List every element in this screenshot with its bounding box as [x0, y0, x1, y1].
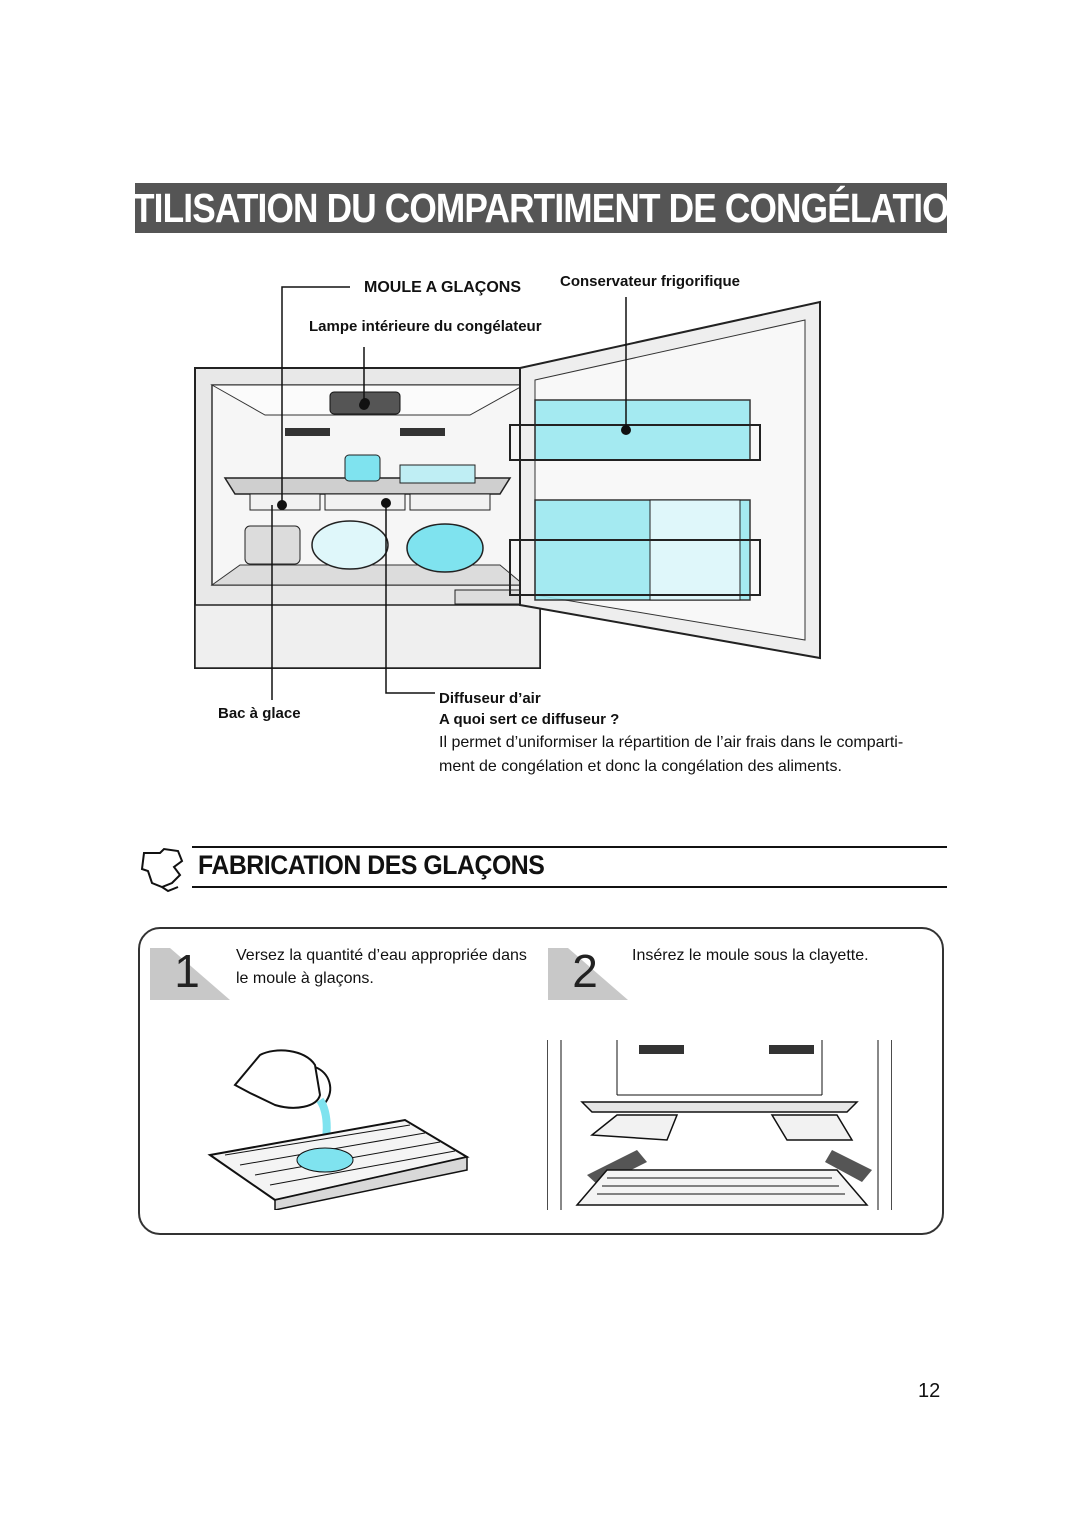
- step-1-badge-shape: [150, 948, 230, 1000]
- pointing-hand-icon: [140, 847, 184, 893]
- section-bottom-rule: [192, 886, 947, 888]
- step-1-number: 1: [174, 945, 200, 997]
- section-top-rule: [192, 846, 947, 848]
- ice-tray-label: MOULE A GLAÇONS: [364, 279, 522, 296]
- insert-tray-illustration: [547, 1040, 892, 1210]
- air-diffuser-label: Diffuseur d’air: [439, 690, 541, 707]
- ice-bin-label: Bac à glace: [218, 705, 301, 722]
- page-number: 12: [918, 1380, 941, 1402]
- preserver-label: Conservateur frigorifique: [560, 273, 741, 290]
- pouring-water-illustration: [207, 1049, 470, 1210]
- description-line-2: ment de congélation et donc la congélati…: [439, 758, 842, 775]
- description-line-1: Il permet d’uniformiser la répartition d…: [439, 734, 904, 751]
- lamp-label: Lampe intérieure du congélateur: [309, 318, 542, 335]
- step-2-line-1: Insérez le moule sous la clayette.: [632, 947, 869, 964]
- freezer-illustration: [194, 300, 821, 669]
- section-heading: Fabrication des glaçons: [198, 850, 545, 880]
- page-title-bar: Utilisation du compartiment de congélati…: [109, 183, 974, 233]
- step-2-number: 2: [572, 945, 598, 997]
- diffuser-question: A quoi sert ce diffuseur ?: [439, 711, 620, 728]
- page-title: Utilisation du compartiment de congélati…: [108, 184, 975, 231]
- step-1-line-2: le moule à glaçons.: [236, 970, 374, 987]
- step-2-badge-shape: [548, 948, 628, 1000]
- step-1-line-1: Versez la quantité d’eau appropriée dans: [236, 947, 527, 964]
- leader-lines: [271, 286, 631, 700]
- steps-panel: [138, 927, 944, 1235]
